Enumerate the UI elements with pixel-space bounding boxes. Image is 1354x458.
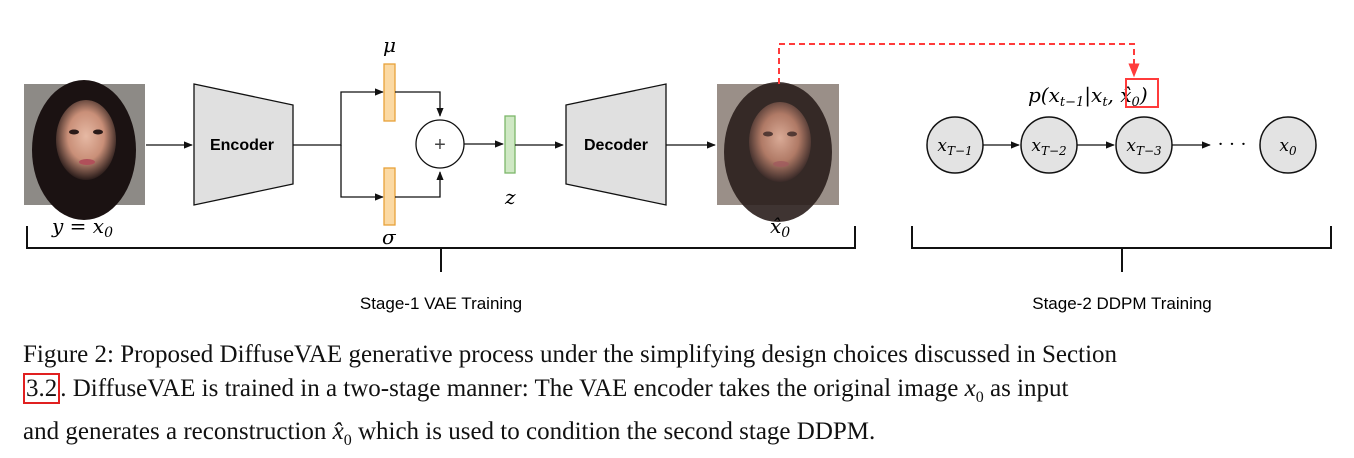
svg-text:x0: x0: [1279, 136, 1297, 158]
svg-text:xT−1: xT−1: [937, 136, 972, 158]
ddpm-chain: xT−1 xT−2 xT−3 · · · x0: [926, 116, 1317, 174]
caption-line-2: 3.2. DiffuseVAE is trained in a two-stag…: [23, 372, 1335, 415]
svg-text:xT−3: xT−3: [1126, 136, 1162, 158]
arrow-sigma-plus: [395, 171, 444, 198]
recon-label-sub: 0: [781, 225, 790, 241]
svg-text:x̂0: x̂0: [770, 214, 790, 241]
sigma-vector: [383, 167, 396, 226]
encoder-block: [193, 83, 294, 206]
sigma-label: σ: [382, 225, 397, 249]
input-face-image: [24, 80, 145, 220]
stage1-label: Stage-1 VAE Training: [360, 294, 522, 313]
arrow-to-mu: [293, 88, 384, 146]
mu-vector: [383, 63, 396, 122]
encoder-label: Encoder: [210, 137, 274, 154]
recon-label: x̂: [770, 214, 781, 238]
caption-line-1: Figure 2: Proposed DiffuseVAE generative…: [23, 341, 1118, 368]
node-x-0: [1259, 116, 1317, 174]
arrow-to-sigma: [340, 145, 384, 201]
stage2-label: Stage-2 DDPM Training: [1032, 294, 1212, 313]
input-label-sub: 0: [104, 225, 113, 241]
reconstructed-face-image: [717, 82, 839, 222]
section-ref-link[interactable]: 3.2: [23, 373, 61, 404]
diffusevae-diagram: y = x0 Encoder μ σ + z Decoder x̂0: [24, 33, 1332, 313]
z-label: z: [504, 185, 516, 209]
decoder-block: [565, 83, 667, 206]
mu-label: μ: [383, 33, 396, 57]
decoder-label: Decoder: [584, 137, 648, 154]
figure-caption: Figure 2: Proposed DiffuseVAE generative…: [23, 338, 1335, 458]
input-label: y = x: [51, 214, 104, 238]
condition-dashed-arrow: [778, 43, 1140, 84]
stage2-bracket: [911, 226, 1332, 249]
svg-text:y = x0: y = x0: [51, 214, 113, 241]
stage1-bracket: [26, 226, 856, 249]
plus-symbol: +: [434, 134, 446, 156]
arrow-mu-plus: [395, 91, 444, 117]
caption-line-3: and generates a reconstruction x̂0 which…: [23, 418, 876, 449]
conditioning-highlight-box: [1125, 78, 1159, 108]
chain-ellipsis: · · ·: [1218, 134, 1247, 155]
z-vector: [504, 115, 516, 174]
posterior-expression: p(xt−1|xt, x̂0): [1028, 83, 1148, 110]
svg-text:xT−2: xT−2: [1031, 136, 1066, 158]
